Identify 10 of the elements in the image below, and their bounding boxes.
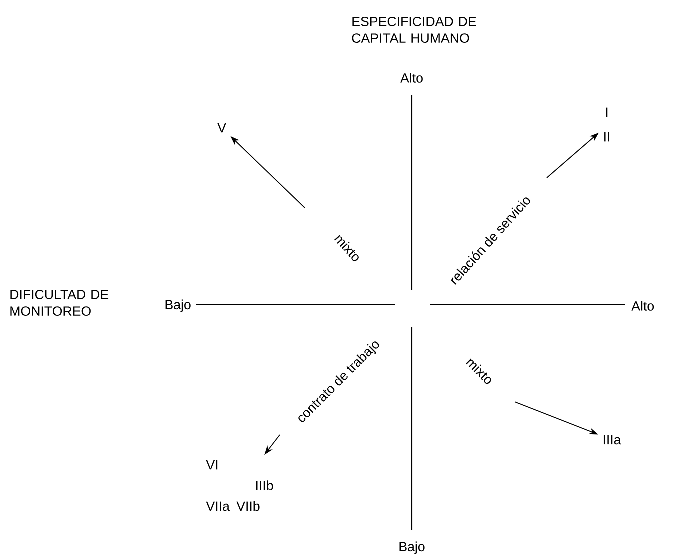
axis-value-label: Bajo	[166, 300, 191, 312]
class-label: V	[218, 123, 226, 133]
class-label: IIIa	[604, 435, 622, 445]
axis-value-label: Alto	[400, 73, 423, 83]
axis-value-label: Bajo	[400, 542, 425, 554]
axis-title: DIFICULTAD DE MONITOREO	[10, 290, 109, 316]
class-label: I II	[604, 108, 610, 142]
axis-value-label: Alto	[632, 301, 654, 311]
class-label-group: VI IIIb VIIa VIIb	[206, 460, 274, 512]
axis-title: ESPECIFICIDAD DE CAPITAL HUMANO	[352, 16, 476, 44]
